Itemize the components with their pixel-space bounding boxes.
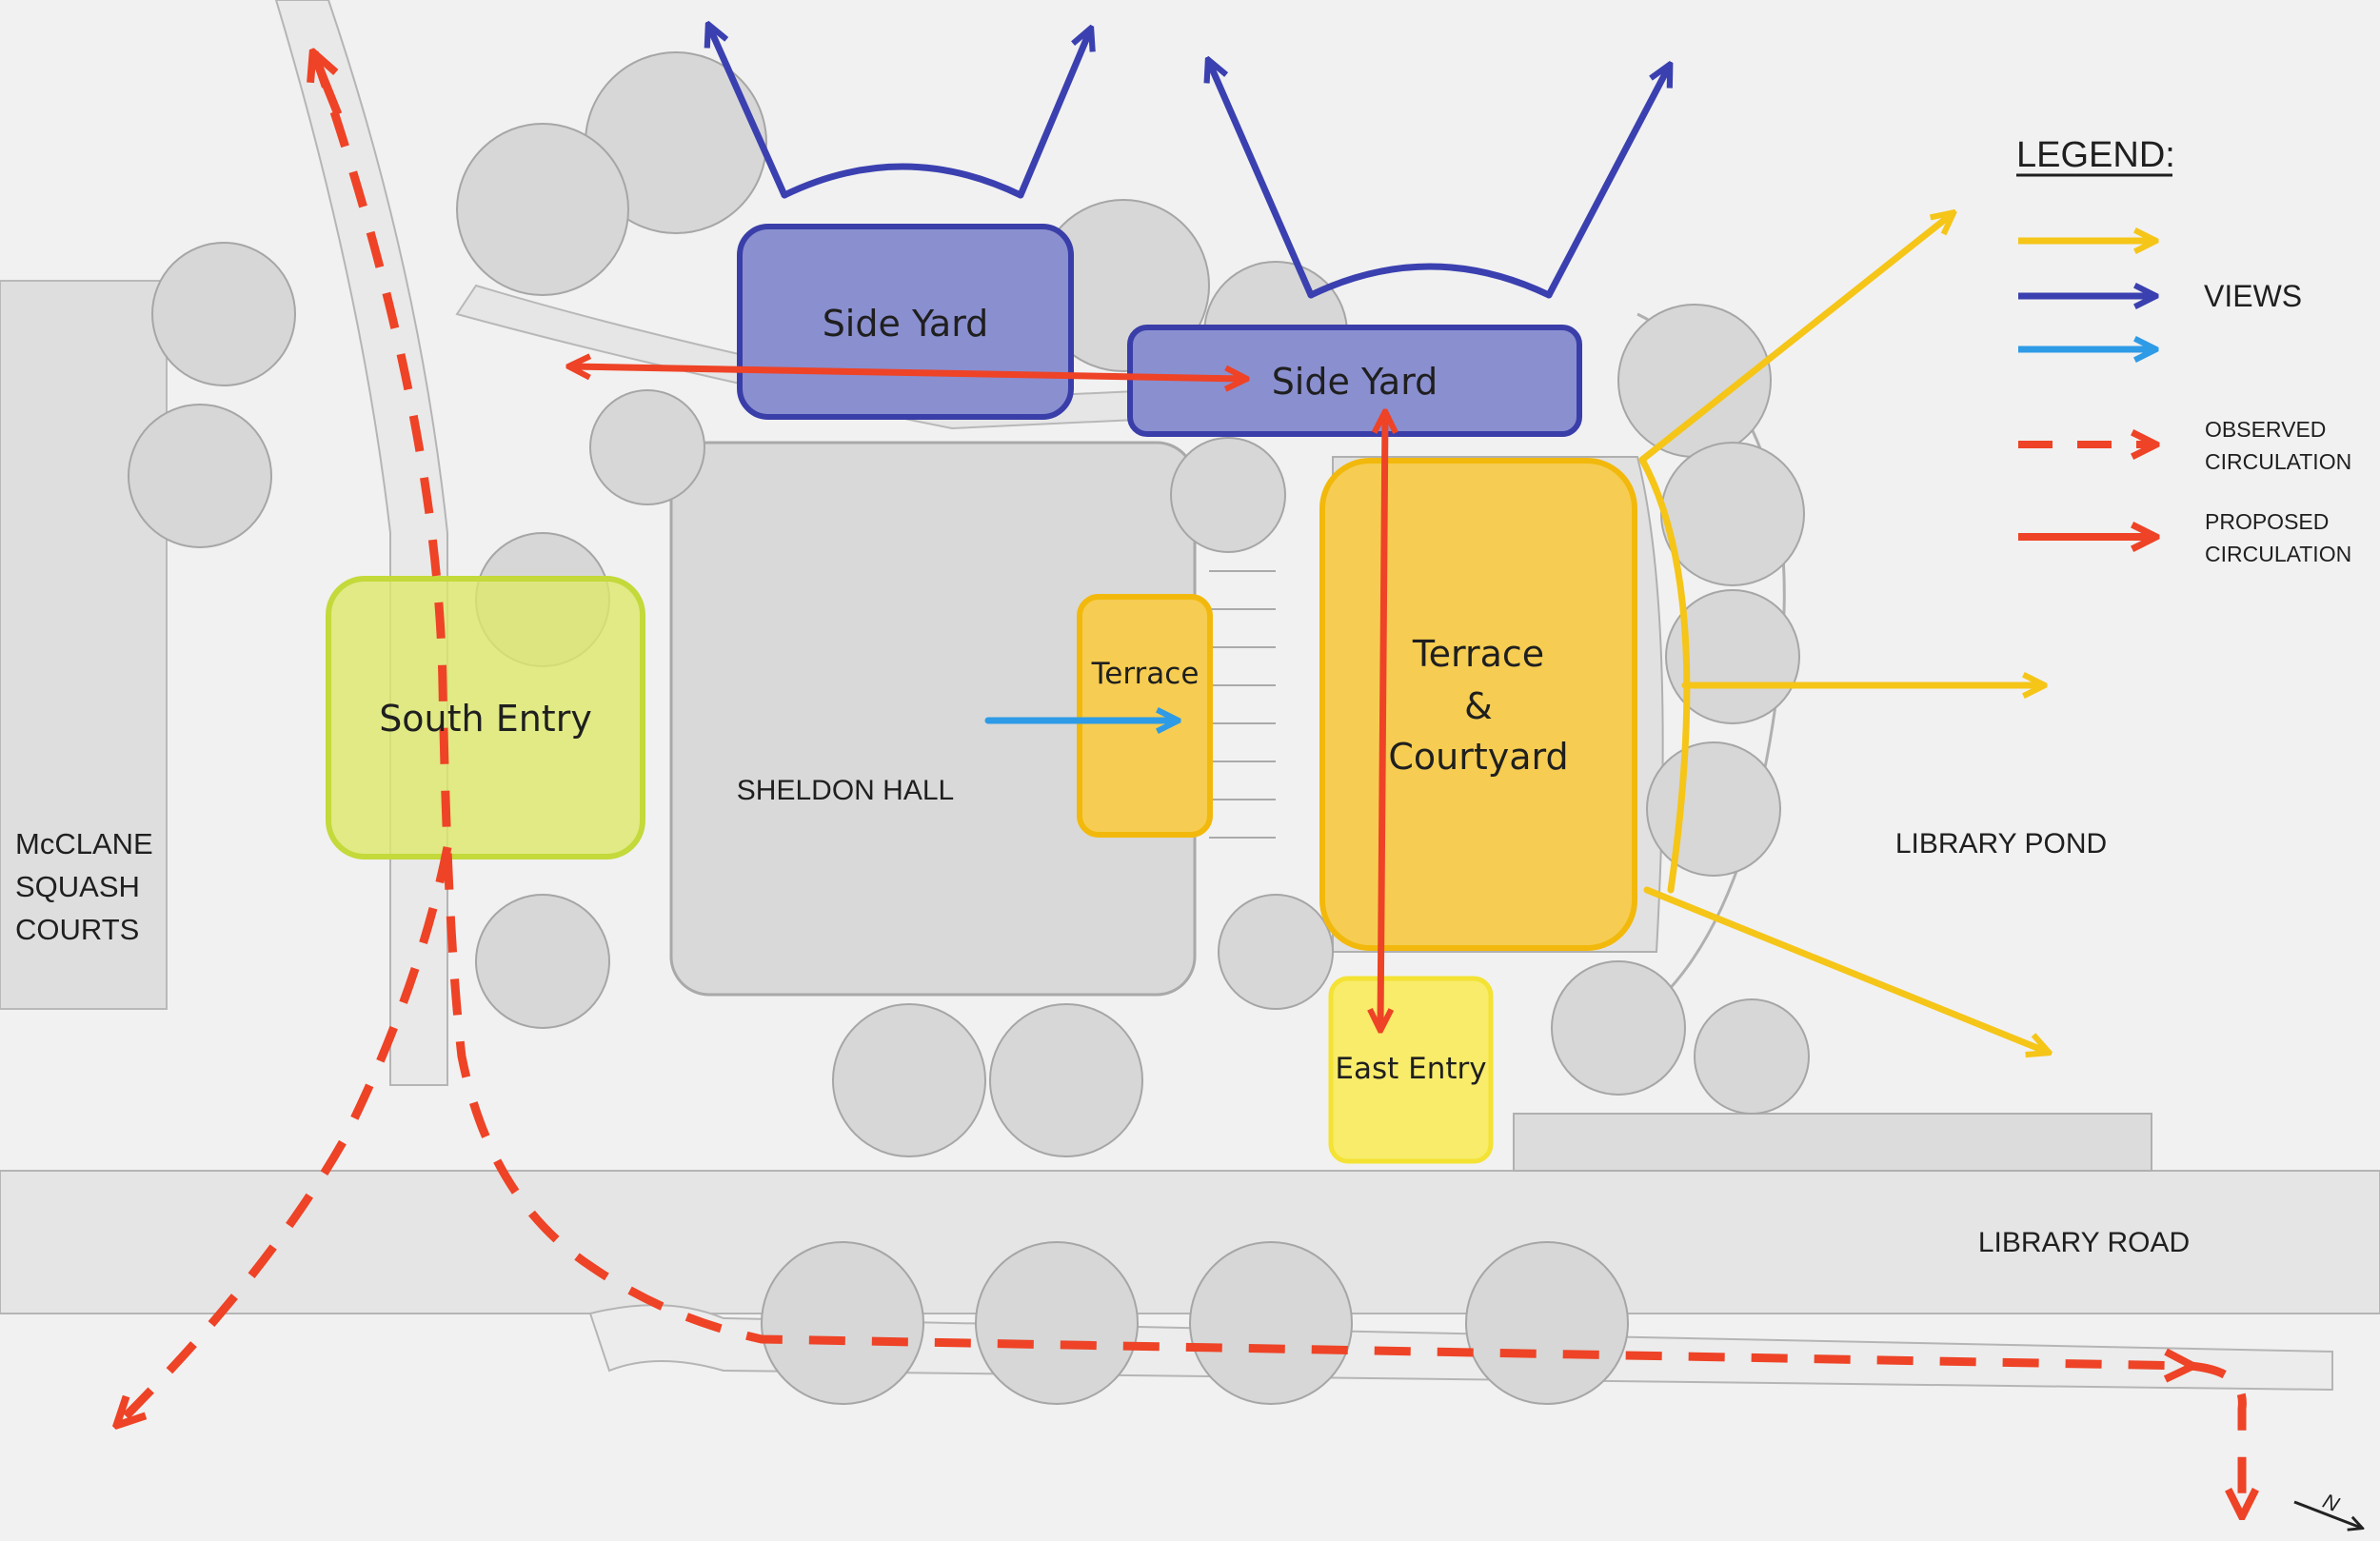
- south-entry-label: South Entry: [379, 698, 592, 740]
- terrace-courtyard-zone[interactable]: [1319, 458, 1637, 951]
- view-arrow-navy: [1209, 62, 1315, 299]
- zones: [326, 224, 1637, 1164]
- proposed-circulation: [571, 366, 1385, 1028]
- proposed-arrow-side-yards: [571, 366, 1244, 379]
- terrace-courtyard-label-2: &: [1464, 685, 1493, 727]
- view-arrow-navy: [1545, 67, 1669, 299]
- side-yard-right-label: Side Yard: [1272, 361, 1438, 403]
- gold-views: [1638, 214, 2047, 1052]
- proposed-arrow-courtyard: [1380, 414, 1385, 1028]
- side-yard-left-label: Side Yard: [823, 303, 989, 345]
- legend-proposed-label-2: CIRCULATION: [2205, 542, 2351, 566]
- view-arrow-navy: [709, 27, 788, 199]
- squash-courts-building: [0, 280, 168, 1010]
- mcclane-label-1: McCLANE: [15, 827, 153, 860]
- observed-path-drop: [2189, 1361, 2242, 1513]
- view-arrow-gold: [1638, 214, 1952, 464]
- view-arrow-gold: [1643, 886, 2047, 1052]
- legend-proposed-label-1: PROPOSED: [2205, 509, 2329, 534]
- terrace-small-zone[interactable]: [1077, 594, 1213, 838]
- observed-circulation: [119, 50, 2242, 1513]
- sheldon-hall-label: SHELDON HALL: [737, 775, 954, 806]
- view-arrow-navy: [1017, 30, 1090, 199]
- north-arrow-line: [2293, 1500, 2361, 1528]
- library-road-label: LIBRARY ROAD: [1978, 1227, 2190, 1258]
- terrace-courtyard-label-1: Terrace: [1412, 633, 1544, 675]
- library-pond-label: LIBRARY POND: [1895, 828, 2107, 859]
- view-arc-navy: [781, 163, 1024, 199]
- view-arc-navy: [1307, 263, 1553, 299]
- terrace-courtyard-label-3: Courtyard: [1388, 736, 1568, 778]
- terrace-small-label: Terrace: [1091, 657, 1200, 691]
- legend-views-label: VIEWS: [2204, 279, 2302, 313]
- east-walk: [1513, 1113, 2152, 1172]
- mcclane-label-2: SQUASH: [15, 870, 140, 903]
- navy-views: [709, 27, 1669, 299]
- view-arc-gold: [1638, 456, 1691, 894]
- library-road: [0, 1170, 2380, 1314]
- observed-path-top-arrow: [314, 55, 343, 116]
- road-west: [274, 0, 448, 1086]
- east-entry-label: East Entry: [1335, 1052, 1486, 1086]
- north-arrow: N: [2293, 1489, 2361, 1528]
- legend-title: LEGEND:: [2016, 135, 2175, 175]
- mcclane-label-3: COURTS: [15, 913, 139, 946]
- observed-path-west: [119, 846, 452, 1423]
- steps: [1209, 570, 1276, 839]
- legend-observed-label-2: CIRCULATION: [2205, 449, 2351, 474]
- legend-observed-label-1: OBSERVED: [2205, 417, 2326, 442]
- south-entry-zone[interactable]: [326, 576, 645, 859]
- legend: LEGEND: VIEWS OBSERVED CIRCULATION PROPO…: [2016, 135, 2351, 566]
